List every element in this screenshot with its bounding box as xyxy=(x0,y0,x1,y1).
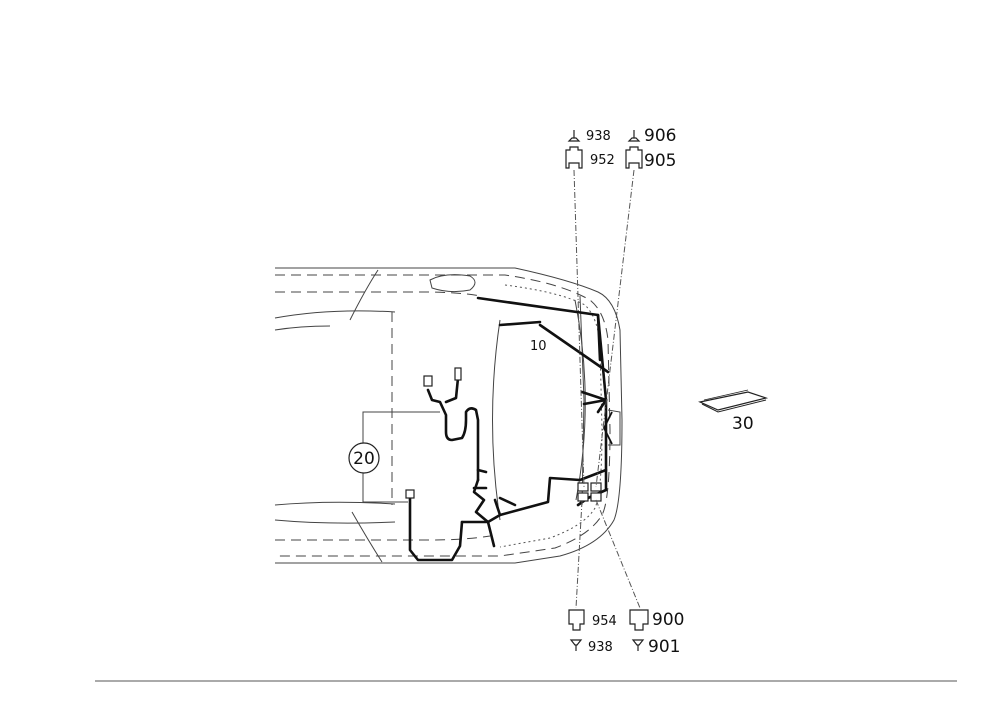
connector-group-bottom-left: 954 938 xyxy=(568,609,617,655)
connector-housing-icon xyxy=(568,609,585,631)
connector-housing-icon xyxy=(629,609,649,631)
svg-text:30: 30 xyxy=(732,414,754,434)
connector-housing-icon xyxy=(625,146,643,169)
svg-text:952: 952 xyxy=(590,153,615,168)
svg-text:954: 954 xyxy=(592,614,617,629)
callout-20: 20 xyxy=(348,442,380,474)
terminal-up-icon xyxy=(627,130,641,142)
callout-10: 10 xyxy=(530,339,547,354)
booklet-icon xyxy=(698,391,769,411)
svg-text:905: 905 xyxy=(644,151,676,171)
svg-text:20: 20 xyxy=(353,449,375,469)
terminal-up-icon xyxy=(567,130,581,142)
leader-lines xyxy=(573,169,641,609)
connector-group-bottom-right: 900 901 xyxy=(629,609,684,657)
terminal-down-icon xyxy=(569,639,583,651)
vehicle-body-outline xyxy=(274,267,623,564)
svg-text:906: 906 xyxy=(644,126,676,146)
connector-group-top-left: 938 952 xyxy=(565,129,615,169)
svg-text:938: 938 xyxy=(586,129,611,144)
svg-text:901: 901 xyxy=(648,637,680,657)
svg-text:900: 900 xyxy=(652,610,684,630)
terminal-down-icon xyxy=(631,639,645,651)
connector-group-top-right: 906 905 xyxy=(625,126,676,171)
svg-text:938: 938 xyxy=(588,640,613,655)
manual-booklet: 30 xyxy=(698,389,769,434)
connector-housing-icon xyxy=(565,146,583,169)
sub-harness xyxy=(362,367,502,562)
